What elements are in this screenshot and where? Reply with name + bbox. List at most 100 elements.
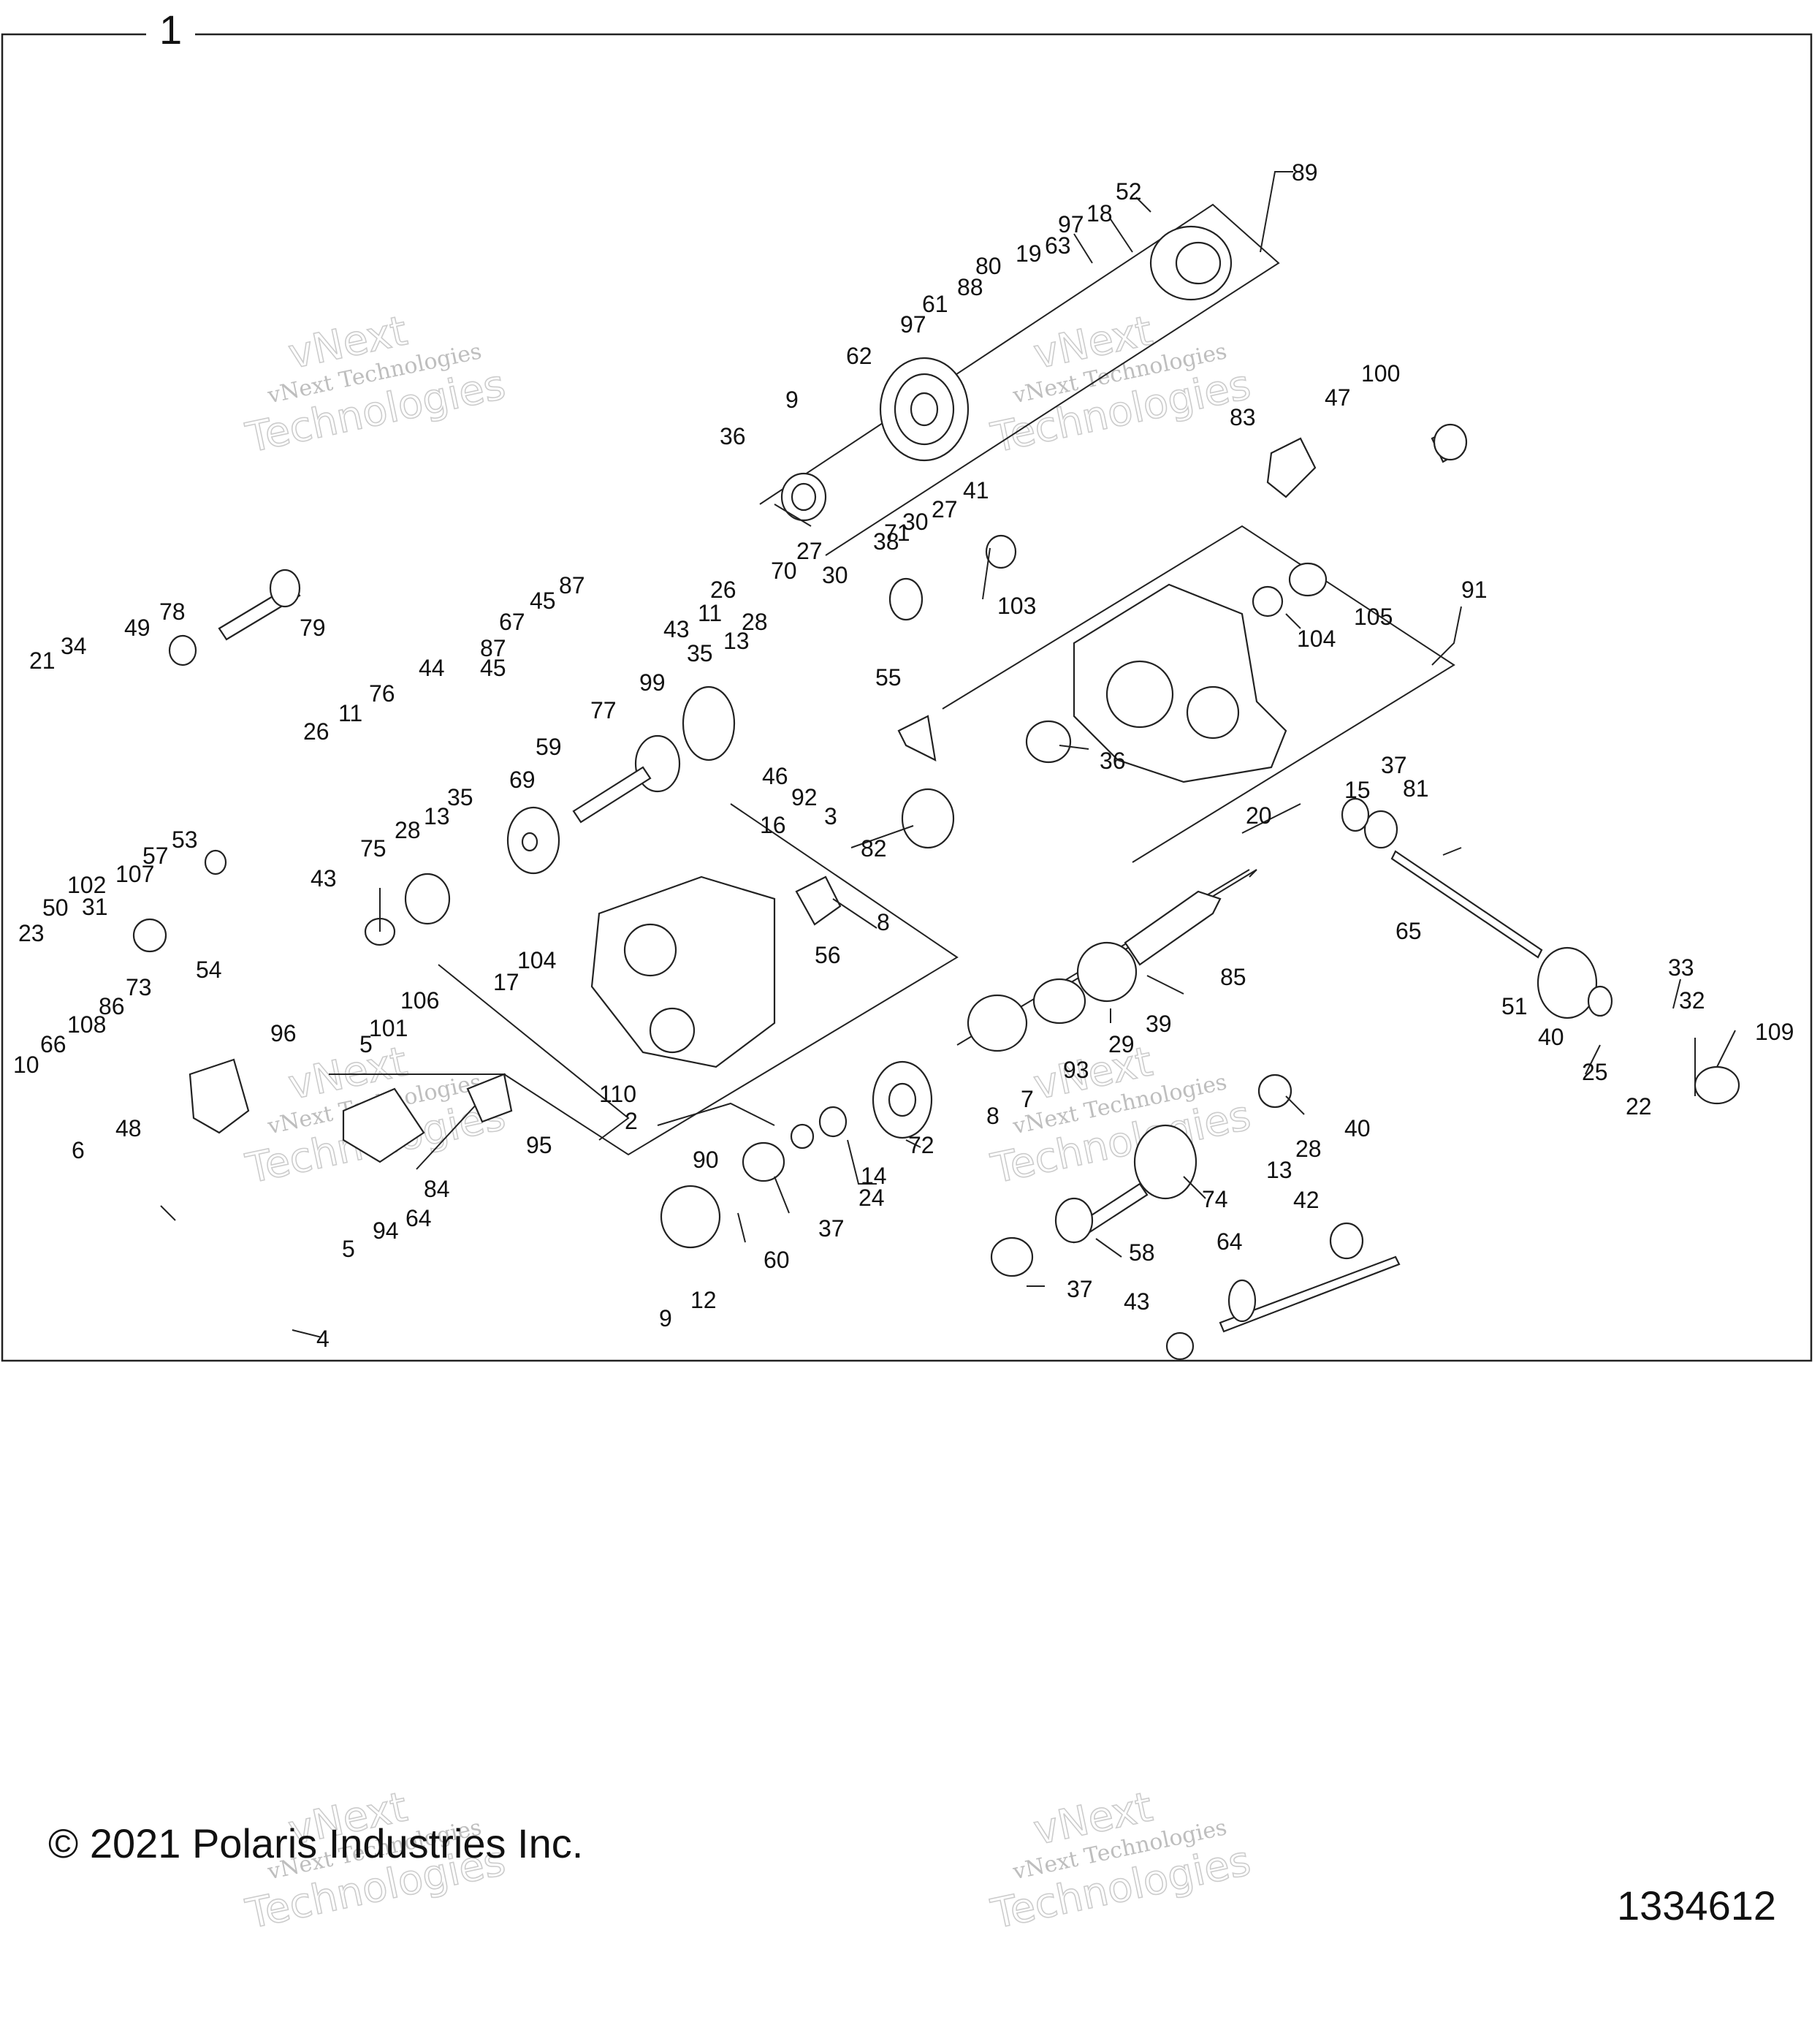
callout: 62 — [846, 343, 872, 369]
bearing-37b — [990, 1236, 1034, 1277]
callout: 4 — [316, 1326, 330, 1352]
callout: 88 — [957, 274, 983, 300]
callout: 45 — [530, 588, 556, 614]
gear-38 — [888, 577, 924, 621]
callout: 5 — [359, 1031, 373, 1057]
callout: 35 — [687, 640, 713, 666]
callout: 32 — [1679, 987, 1705, 1014]
callout: 108 — [67, 1011, 106, 1038]
callout: 37 — [1067, 1276, 1093, 1302]
copyright-text: © 2021 Polaris Industries Inc. — [48, 1820, 584, 1866]
callout: 28 — [395, 817, 421, 843]
callout: 97 — [900, 311, 926, 338]
callout: 76 — [369, 680, 395, 707]
plate-56 — [795, 875, 842, 926]
callout: 107 — [115, 861, 154, 887]
callout: 54 — [196, 957, 222, 983]
callout: 81 — [1403, 775, 1429, 802]
callout: 84 — [424, 1176, 450, 1202]
callout: 23 — [18, 920, 45, 946]
housing-51 — [1537, 946, 1598, 1019]
callout: 6 — [72, 1137, 85, 1163]
callout: 91 — [1461, 577, 1488, 603]
callout: 13 — [424, 803, 450, 829]
bearing-37 — [742, 1141, 785, 1182]
callout: 36 — [1100, 748, 1126, 774]
bearing-105 — [1288, 562, 1328, 597]
hub-75 — [404, 873, 451, 925]
callout: 99 — [639, 669, 666, 696]
callout: 35 — [447, 784, 473, 810]
callout: 37 — [1381, 752, 1407, 778]
callout: 110 — [599, 1081, 636, 1107]
callout: 13 — [1266, 1157, 1292, 1183]
callout: 65 — [1396, 918, 1422, 944]
callout-labels: 89 52 18 97 63 19 80 88 61 97 62 9 36 83… — [13, 159, 1794, 1352]
frame-number: 1 — [146, 6, 196, 53]
callout: 90 — [693, 1147, 719, 1173]
callout: 67 — [499, 609, 525, 635]
ring-39 — [1076, 941, 1138, 1003]
callout: 85 — [1220, 964, 1246, 990]
callout: 50 — [42, 894, 69, 921]
callout: 70 — [771, 558, 797, 584]
watermark: vNext vNext Technologies Technologies vN… — [241, 307, 1255, 1939]
callout: 9 — [785, 387, 799, 413]
callout: 104 — [1297, 626, 1336, 652]
callout: 75 — [360, 835, 387, 862]
callout: 8 — [986, 1103, 1000, 1129]
callout: 59 — [536, 734, 562, 760]
callout: 40 — [1344, 1115, 1371, 1141]
ring-37 — [1341, 797, 1370, 832]
bearing-40 — [1257, 1074, 1292, 1109]
ring-24 — [790, 1123, 815, 1150]
shaft-64 — [1219, 1255, 1401, 1333]
callout: 87 — [559, 572, 585, 598]
callout: 43 — [311, 865, 337, 892]
callout: 42 — [1293, 1187, 1320, 1213]
callout: 8 — [877, 909, 890, 935]
callout: 52 — [1116, 178, 1142, 205]
gear-parts — [132, 225, 1740, 1361]
callout: 102 — [67, 872, 106, 898]
callout: 100 — [1361, 360, 1400, 387]
callout: 60 — [764, 1247, 790, 1273]
part-53 — [204, 849, 227, 875]
callout: 11 — [698, 600, 722, 626]
callout: 104 — [517, 947, 556, 973]
pinion-85 — [1124, 890, 1222, 966]
callout: 105 — [1354, 604, 1393, 630]
bearing-41 — [985, 534, 1017, 569]
callout: 27 — [932, 496, 958, 522]
callout: 26 — [710, 577, 736, 603]
callout: 78 — [159, 598, 186, 625]
bearing-40b — [1587, 985, 1613, 1017]
callout: 109 — [1755, 1019, 1794, 1045]
callout: 92 — [791, 784, 818, 810]
callout: 82 — [861, 835, 887, 862]
callout: 2 — [625, 1108, 638, 1134]
callout: 28 — [1295, 1136, 1322, 1162]
callout: 9 — [659, 1305, 672, 1331]
callout: 18 — [1086, 200, 1113, 227]
callout: 28 — [742, 609, 768, 635]
callout: 86 — [99, 993, 125, 1019]
callout: 5 — [342, 1236, 355, 1262]
callout: 106 — [400, 987, 439, 1014]
callout: 53 — [172, 826, 198, 853]
disc-60 — [660, 1185, 721, 1249]
callout: 69 — [509, 767, 536, 793]
callout: 101 — [369, 1015, 408, 1041]
callout: 33 — [1668, 954, 1694, 981]
callout: 74 — [1202, 1186, 1228, 1212]
callout: 7 — [1021, 1086, 1034, 1112]
callout: 10 — [13, 1052, 39, 1078]
callout: 30 — [902, 509, 929, 535]
case-90 — [590, 875, 776, 1068]
callout: 63 — [1045, 232, 1071, 259]
callout: 97 — [1058, 211, 1084, 238]
callout: 87 — [480, 635, 506, 661]
callout: 24 — [858, 1185, 885, 1211]
pump-84 — [342, 1087, 425, 1163]
callout: 93 — [1063, 1057, 1089, 1083]
